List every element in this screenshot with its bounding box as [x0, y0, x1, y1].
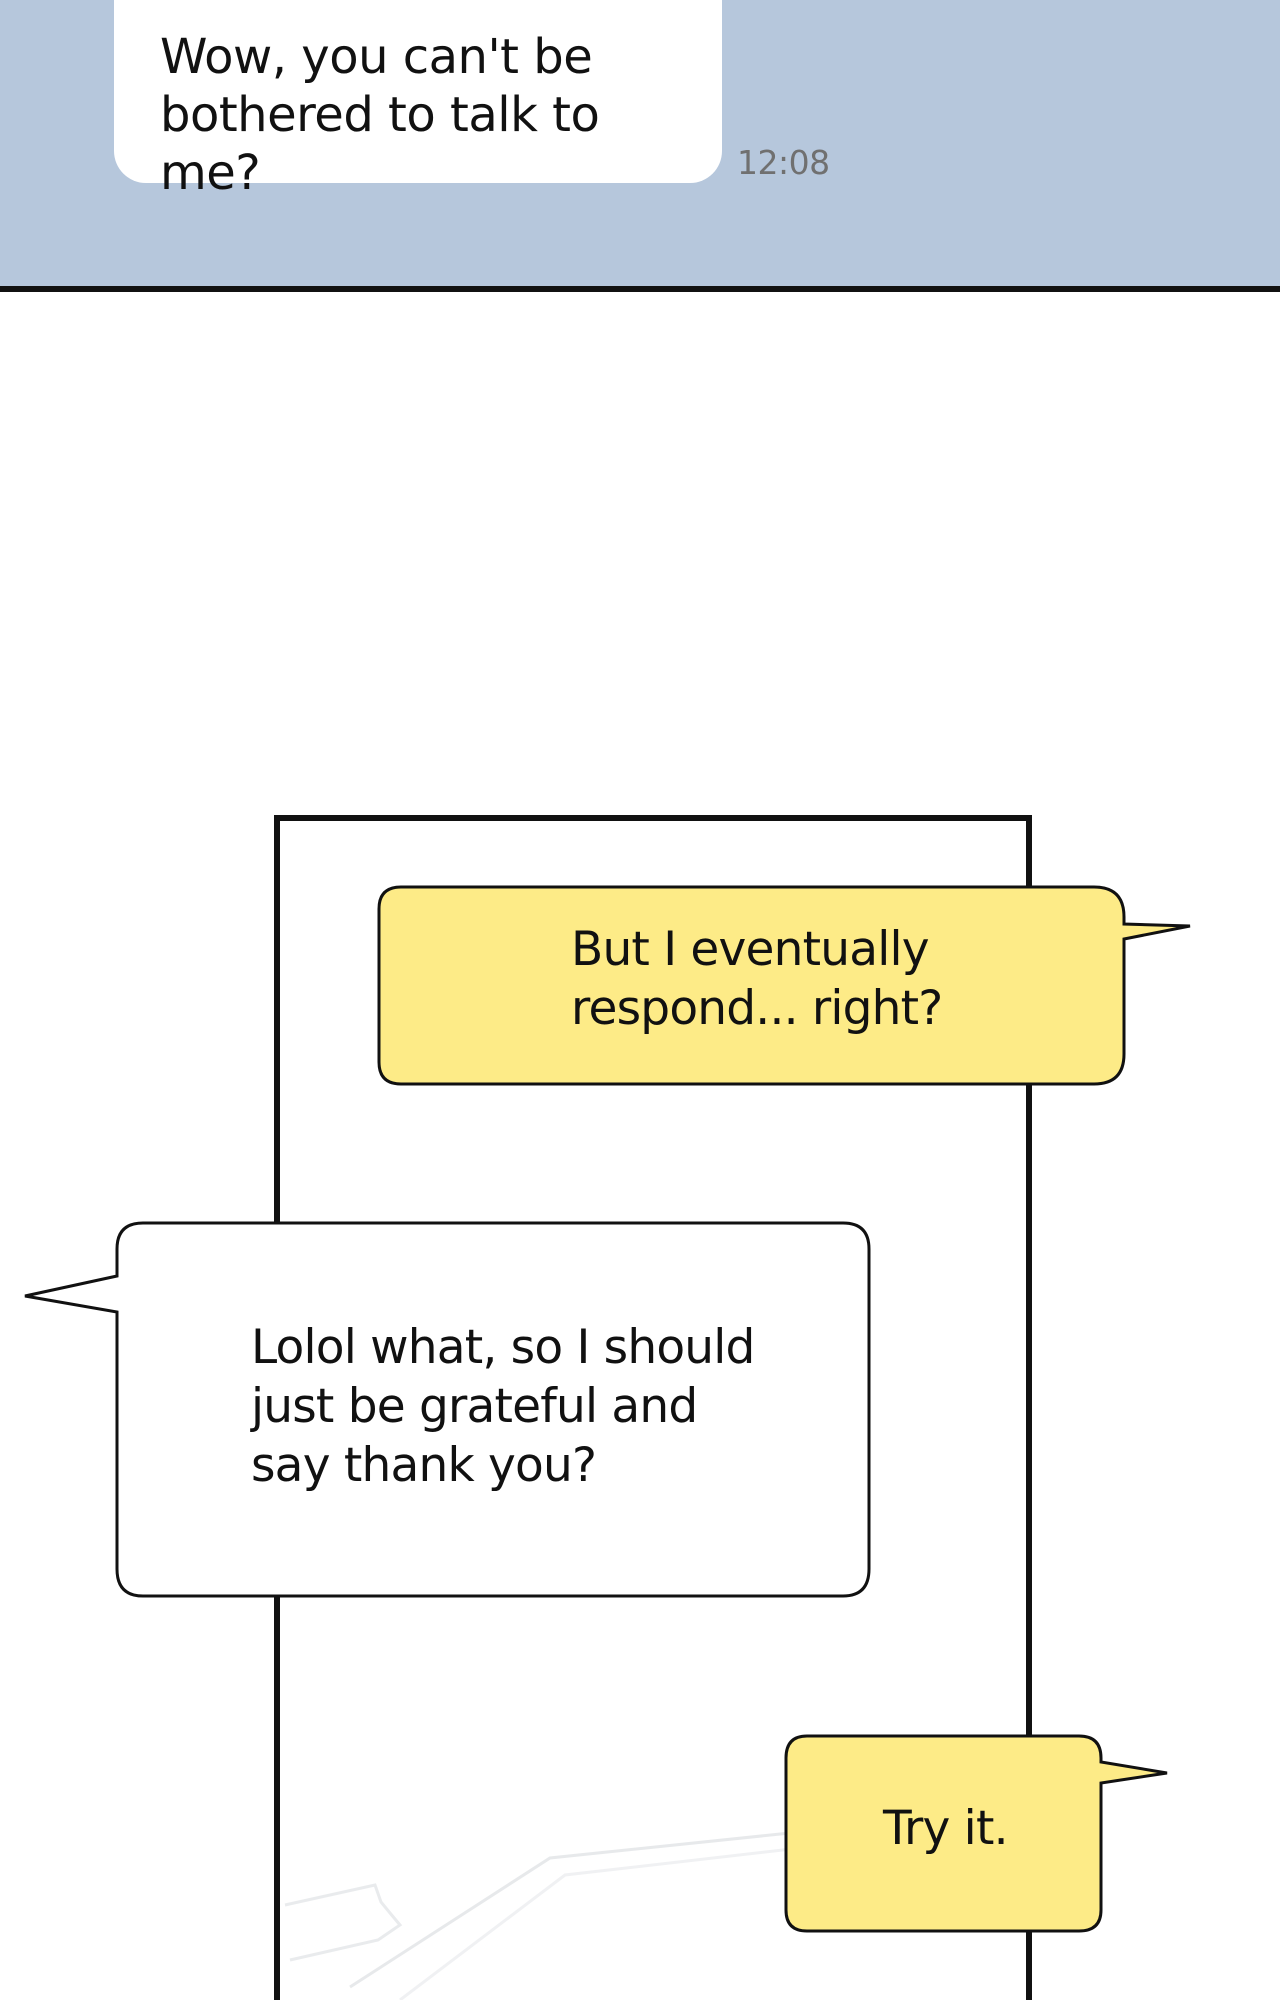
- chat-message-panel: Wow, you can't be bothered to talk to me…: [0, 0, 1280, 292]
- speech-bubble-3: [784, 1734, 1168, 1933]
- speech-bubble-1-text: But I eventually respond... right?: [571, 922, 943, 1036]
- speech-bubble-2: [24, 1221, 871, 1598]
- speech-bubble-2-text: Lolol what, so I should just be grateful…: [251, 1320, 755, 1493]
- chat-bubble: Wow, you can't be bothered to talk to me…: [114, 0, 722, 201]
- speech-bubble-3-text: Try it.: [883, 1801, 1009, 1856]
- speech-bubble-1: [377, 885, 1191, 1086]
- chat-message-text: Wow, you can't be bothered to talk to me…: [160, 29, 600, 201]
- chat-timestamp: 12:08: [737, 143, 830, 182]
